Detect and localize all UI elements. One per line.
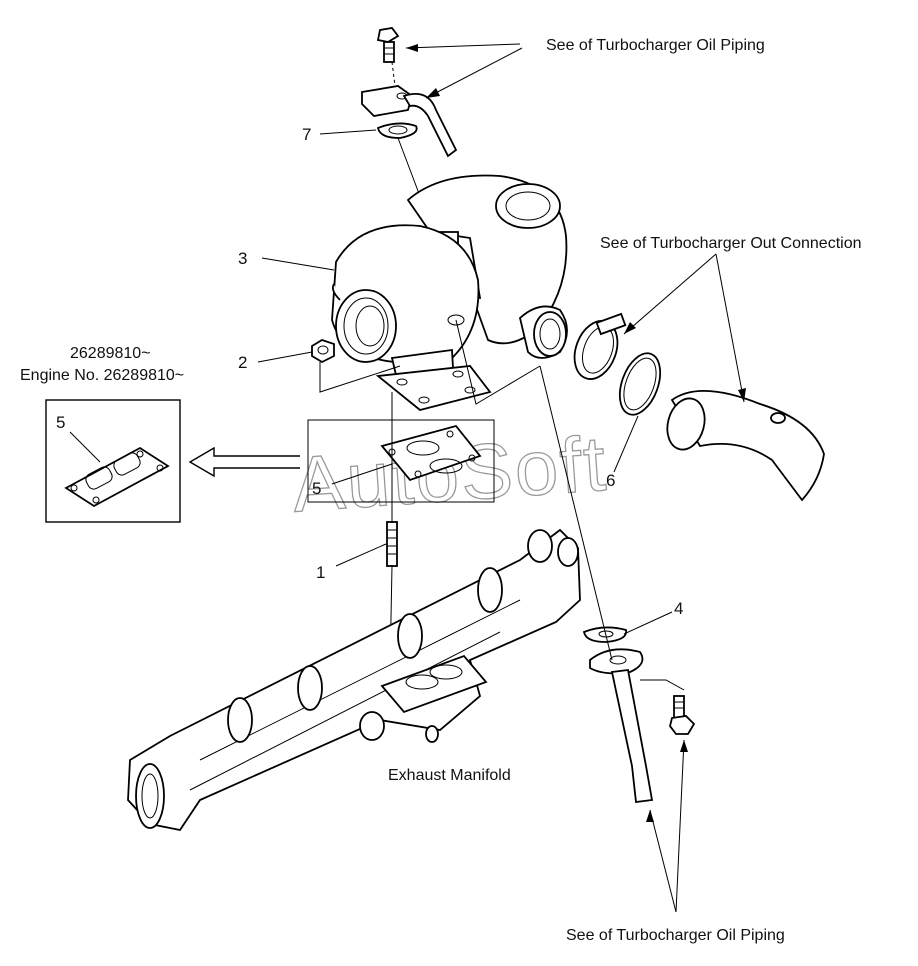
o-ring-6 [618, 352, 662, 416]
part-number-3: 3 [238, 249, 247, 268]
part-number-5: 5 [312, 479, 321, 498]
oil-return-bolt [669, 695, 696, 735]
stud-1 [386, 521, 398, 567]
v-band-clamp [573, 312, 627, 380]
gasket-4 [582, 626, 628, 643]
callout-out-connection: See of Turbocharger Out Connection [600, 235, 862, 252]
inset-part-number-5: 5 [56, 413, 65, 432]
part-number-4: 4 [674, 599, 683, 618]
callout-oil-piping-top: See of Turbocharger Oil Piping [546, 37, 765, 54]
leaders [257, 43, 746, 913]
part-number-6: 6 [606, 471, 615, 490]
gasket-5 [380, 424, 482, 482]
oil-inlet-flange [361, 85, 458, 158]
oil-return-pipe [589, 648, 654, 804]
nut-2 [311, 339, 335, 364]
turbocharger [331, 174, 568, 411]
inset-gasket-5 [64, 446, 170, 508]
outlet-pipe [666, 390, 825, 502]
callout-exhaust-manifold: Exhaust Manifold [388, 767, 511, 784]
oil-inlet-bolt [376, 27, 400, 63]
inset-box [45, 399, 181, 523]
gasket-5-frame [307, 419, 495, 503]
serial-line-2: Engine No. 26289810~ [20, 367, 184, 384]
serial-line-1: 26289810~ [70, 345, 151, 362]
part-number-1: 1 [316, 563, 325, 582]
exhaust-manifold [127, 528, 581, 832]
gasket-7 [376, 122, 418, 139]
callout-oil-piping-bottom: See of Turbocharger Oil Piping [566, 927, 785, 944]
inset-arrow [188, 446, 300, 478]
part-number-7: 7 [302, 125, 311, 144]
part-number-2: 2 [238, 353, 247, 372]
